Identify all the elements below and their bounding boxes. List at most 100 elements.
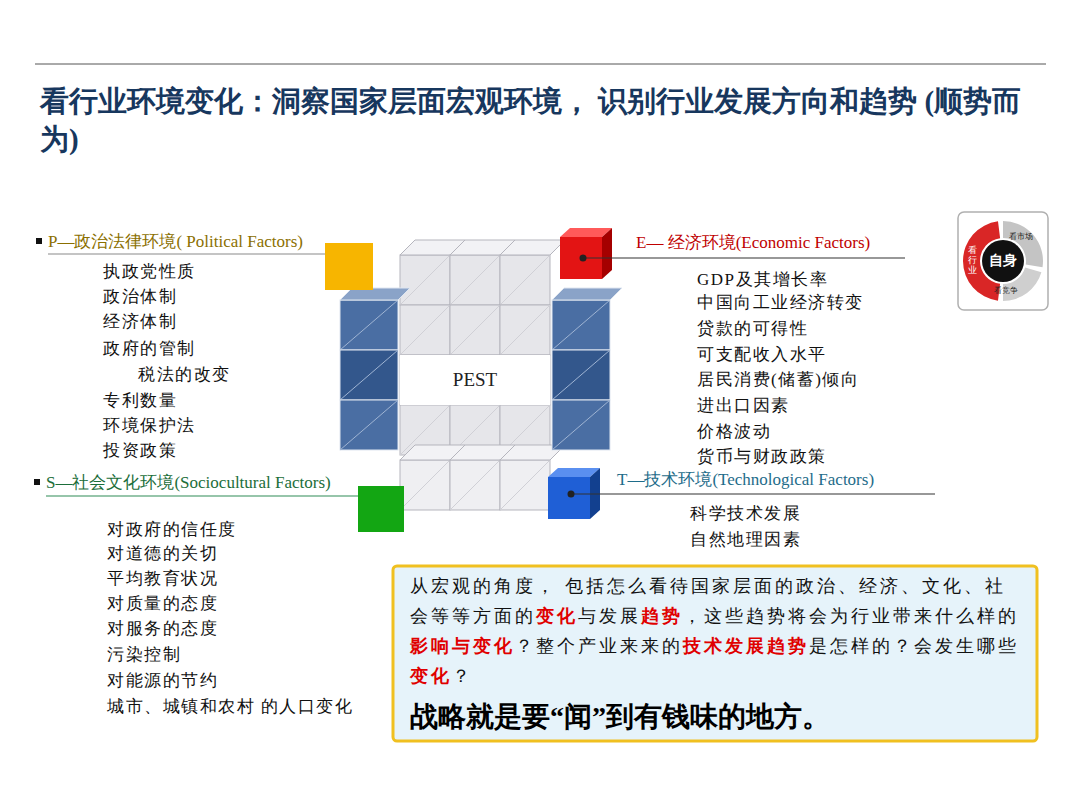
factor-heading: T—技术环境(Technological Factors): [617, 469, 874, 491]
pest-center: PEST: [400, 355, 550, 405]
highlight: 技术发展趋势: [683, 636, 809, 656]
glass-cube: [400, 255, 450, 305]
node-label: 看市场: [1009, 232, 1033, 242]
callout-slogan: 战略就是要“闻”到有钱味的地方。: [410, 697, 830, 737]
blue-edge: [340, 400, 398, 450]
glass-edge: [450, 255, 500, 305]
factor-item: 对能源的节约: [107, 670, 218, 692]
node-label: 看行业: [968, 246, 977, 276]
glass-cube: [400, 305, 450, 355]
glass-edge: [500, 460, 550, 510]
blue-cube: [340, 300, 398, 350]
glass-cube: [450, 255, 500, 305]
blue-cube: [340, 400, 398, 450]
glass-cube: [450, 460, 500, 510]
blue-edge: [552, 300, 610, 350]
glass-edge: [450, 305, 500, 355]
factor-heading: S—社会文化环境(Sociocultural Factors): [46, 472, 331, 494]
factor-item: 贷款的可得性: [697, 318, 808, 340]
factor-heading: E— 经济环境(Economic Factors): [636, 232, 870, 254]
glass-cube: [400, 460, 450, 510]
blue-cube: [552, 400, 610, 450]
blue-cube: [340, 350, 398, 400]
node-label: PEST: [453, 369, 497, 392]
cube-front: [548, 477, 590, 519]
factor-item: 污染控制: [107, 644, 181, 666]
slide-title: 看行业环境变化：洞察国家层面宏观环境， 识别行业发展方向和趋势 (顺势而为): [40, 82, 1035, 158]
glass-top: [500, 240, 565, 255]
callout-frame: [393, 566, 1037, 741]
blue-edge: [340, 350, 398, 400]
text-run: 是怎样的？会发生哪些: [809, 636, 1019, 656]
ring-label: 看行业: [968, 246, 977, 276]
leader-line: [48, 253, 325, 254]
text-run: ？整个产业来来的: [515, 636, 683, 656]
bullet: [34, 479, 40, 485]
yellow-square: [325, 243, 373, 290]
blue-top: [552, 288, 622, 300]
factor-item: 对服务的态度: [107, 618, 218, 640]
factor-item: 居民消费(储蓄)倾向: [697, 369, 859, 391]
glass-edge: [400, 255, 450, 305]
leader-line: [583, 257, 905, 258]
leader-dot: [568, 491, 575, 498]
text-run: ，这些趋势将会为行业带来什么样的: [683, 606, 1019, 626]
factor-item: 自然地理因素: [690, 529, 801, 551]
factor-item: 执政党性质: [103, 261, 196, 283]
blue-cube: [552, 350, 610, 400]
node-label: 看竞争: [994, 286, 1018, 296]
factor-heading: P—政治法律环境( Political Factors): [48, 231, 303, 253]
red-cube: [560, 228, 612, 279]
center-circle: 自身: [982, 240, 1024, 282]
factor-item: 价格波动: [697, 421, 771, 443]
highlight: 变化: [536, 606, 578, 626]
factor-item: 中国向工业经济转变: [697, 292, 864, 314]
green-square: [358, 486, 404, 532]
blue-edge: [340, 300, 398, 350]
pest-cube: [340, 240, 622, 510]
blue-cube: [552, 300, 610, 350]
factor-item: 政府的管制: [103, 338, 196, 360]
rule-line: [35, 64, 1046, 65]
leader-line: [571, 493, 935, 494]
leader-line: [46, 495, 358, 496]
factor-item: 对道德的关切: [107, 543, 218, 565]
glass-edge: [400, 305, 450, 355]
bullet: [36, 238, 42, 244]
text-run: 与发展: [578, 606, 641, 626]
factor-item: 科学技术发展: [690, 503, 801, 525]
highlight: 影响与变化: [410, 636, 515, 656]
glass-cube: [500, 255, 550, 305]
node-label: 自身: [989, 253, 1017, 270]
factor-item: 城市、城镇和农村 的人口变化: [107, 696, 353, 718]
factor-item: 对政府的信任度: [107, 519, 237, 541]
icon-frame: [958, 212, 1048, 310]
factor-item: 平均教育状况: [107, 568, 218, 590]
factor-item: 进出口因素: [697, 395, 790, 417]
glass-edge: [450, 460, 500, 510]
factor-item: GDP及其增长率: [697, 269, 828, 291]
glass-cube: [500, 460, 550, 510]
callout-box: 从宏观的角度， 包括怎么看待国家层面的政治、经济、文化、社会等等方面的变化与发展…: [396, 569, 1034, 738]
glass-edge: [400, 460, 450, 510]
text-run: ？: [452, 666, 473, 686]
ring-label: 看市场: [1009, 232, 1033, 242]
factor-item: 环境保护法: [103, 415, 196, 437]
ring-label: 看竞争: [994, 286, 1018, 296]
highlight: 变化: [410, 666, 452, 686]
callout-text: 从宏观的角度， 包括怎么看待国家层面的政治、经济、文化、社会等等方面的变化与发展…: [410, 571, 1020, 691]
factor-item: 政治体制: [103, 286, 177, 308]
blue-edge: [552, 350, 610, 400]
glass-edge: [500, 255, 550, 305]
factor-item: 投资政策: [103, 440, 177, 462]
glass-cube: [450, 305, 500, 355]
factor-item: 对质量的态度: [107, 593, 218, 615]
factor-item: 可支配收入水平: [697, 344, 827, 366]
highlight: 趋势: [641, 606, 683, 626]
glass-edge: [500, 305, 550, 355]
factor-item: 税法的改变: [138, 364, 231, 386]
cube-side: [602, 228, 612, 279]
factor-item: 货币与财政政策: [697, 446, 827, 468]
blue-edge: [552, 400, 610, 450]
